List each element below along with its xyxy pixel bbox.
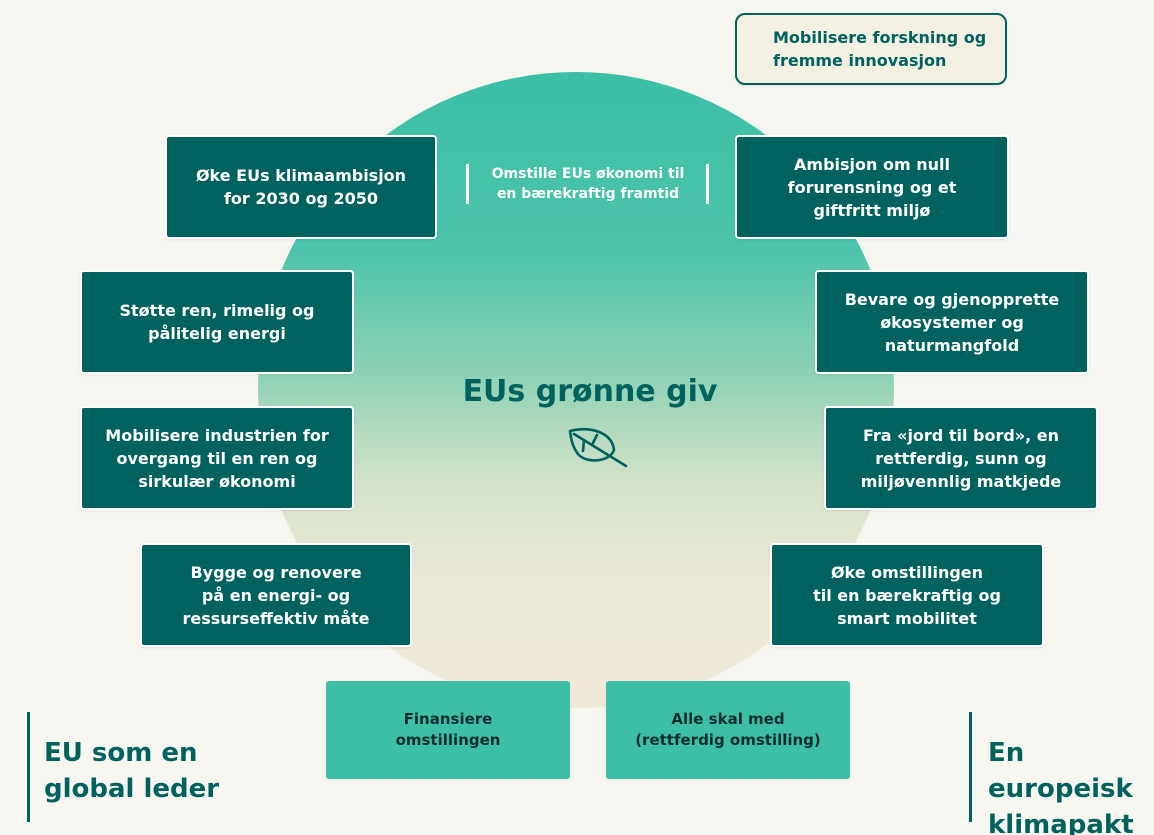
right-box-farm-to-fork: Fra «jord til bord», en rettferdig, sunn… — [824, 406, 1098, 510]
bottom-box-financing: Finansiere omstillingen — [326, 681, 570, 779]
center-note: Omstille EUs økonomi til en bærekraftig … — [470, 162, 706, 206]
bottom-box-just-transition: Alle skal med (rettferdig omstilling) — [606, 681, 850, 779]
right-label: En europeisk klimapakt — [988, 738, 1134, 835]
center-note-text: Omstille EUs økonomi til en bærekraftig … — [491, 166, 685, 202]
left-box-label: Bygge og renovere på en energi- og ressu… — [182, 562, 370, 628]
left-box-climate-ambition: Øke EUs klimaambisjon for 2030 og 2050 — [165, 135, 437, 239]
left-box-industry: Mobilisere industrien for overgang til e… — [80, 406, 354, 510]
diagram-title: EUs grønne giv — [462, 374, 718, 409]
right-box-mobility: Øke omstillingen til en bærekraftig og s… — [770, 543, 1044, 647]
left-box-buildings: Bygge og renovere på en energi- og ressu… — [140, 543, 412, 647]
right-box-label: Fra «jord til bord», en rettferdig, sunn… — [860, 425, 1062, 491]
right-label-line — [969, 712, 972, 822]
bottom-box-label: Finansiere omstillingen — [395, 710, 501, 749]
right-box-label: Bevare og gjenopprette økosystemer og na… — [844, 289, 1060, 355]
research-innovation-box: Mobilisere forskning og fremme innovasjo… — [735, 13, 1007, 85]
bottom-box-label: Alle skal med (rettferdig omstilling) — [635, 710, 821, 749]
research-innovation-label: Mobilisere forskning og fremme innovasjo… — [773, 28, 987, 70]
right-box-label: Ambisjon om null forurensning og et gift… — [787, 154, 957, 220]
leaf-icon — [568, 428, 628, 468]
left-box-label: Støtte ren, rimelig og pålitelig energi — [119, 301, 315, 343]
left-box-energy: Støtte ren, rimelig og pålitelig energi — [80, 270, 354, 374]
right-box-ecosystems: Bevare og gjenopprette økosystemer og na… — [815, 270, 1089, 374]
center-note-right-bar — [706, 164, 709, 204]
left-label-line — [27, 712, 30, 822]
right-box-label: Øke omstillingen til en bærekraftig og s… — [813, 562, 1001, 628]
right-box-zero-pollution: Ambisjon om null forurensning og et gift… — [735, 135, 1009, 239]
left-box-label: Øke EUs klimaambisjon for 2030 og 2050 — [195, 166, 407, 208]
left-label: EU som en global leder — [44, 738, 220, 804]
center-note-left-bar — [466, 164, 469, 204]
left-box-label: Mobilisere industrien for overgang til e… — [105, 425, 329, 491]
